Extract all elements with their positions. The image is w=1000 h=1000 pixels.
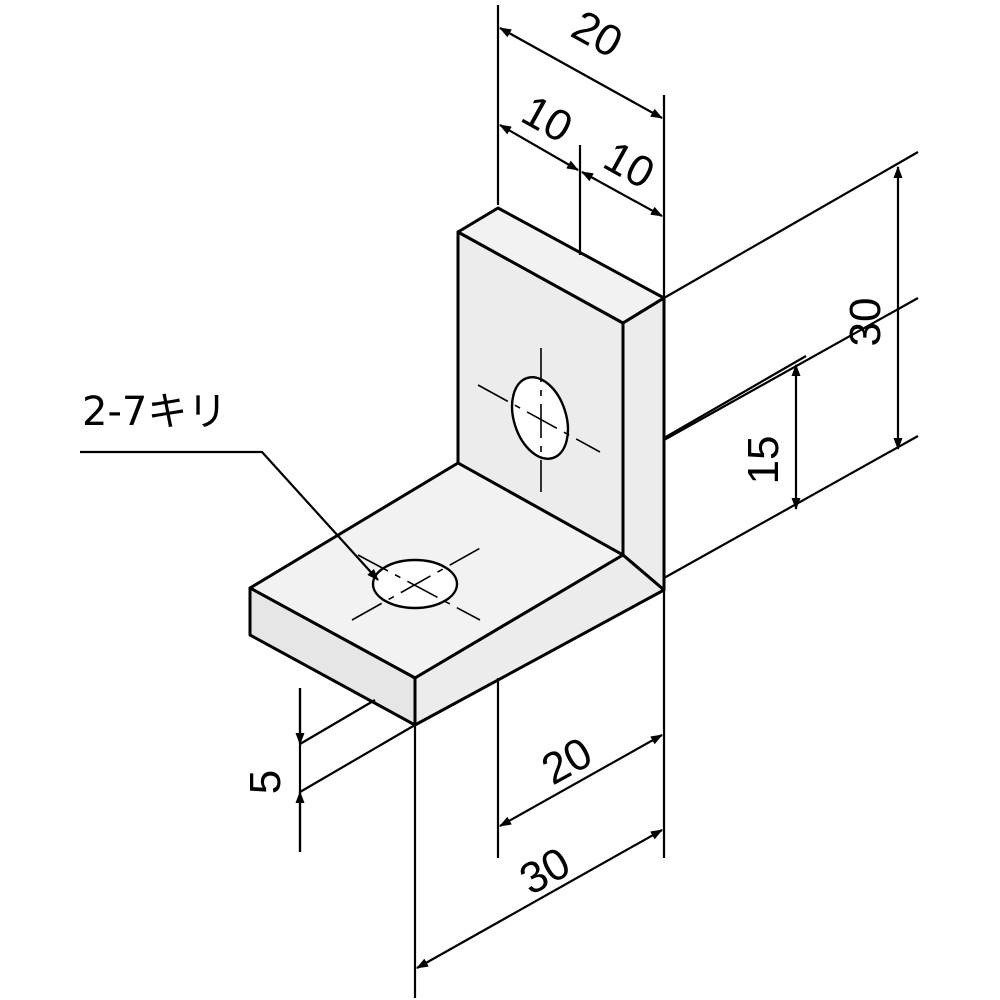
dim-line-overall-depth [416, 829, 663, 969]
dim-label-overall-depth: 30 [512, 838, 579, 905]
dim-line-half-right [581, 171, 663, 217]
dim-line-hole-depth [499, 734, 663, 827]
dim-label-hole-height: 15 [739, 436, 788, 485]
dim-label-height: 30 [841, 298, 890, 347]
dim-line-half-left [499, 124, 579, 171]
hole-centerline [477, 384, 601, 453]
hole-vertical-plate [510, 376, 570, 460]
dim-label-thickness: 5 [241, 770, 290, 794]
dimension-lines [295, 27, 903, 969]
dim-label-half-right: 10 [596, 132, 663, 199]
dim-label-half-left: 10 [514, 86, 581, 153]
dim-label-overall-width: 20 [564, 1, 631, 68]
hole-centerline [357, 554, 481, 621]
extension-lines [298, 5, 919, 998]
hole-centerline [351, 545, 485, 621]
hole-note-leader [80, 450, 379, 581]
hole-note: 2-7キリ [82, 389, 227, 435]
holes [351, 348, 601, 621]
dim-label-hole-offset-depth: 20 [534, 728, 601, 795]
dim-line-overall-width [499, 27, 663, 119]
vertical-plate-side [621, 296, 666, 592]
bracket-body [248, 206, 666, 727]
